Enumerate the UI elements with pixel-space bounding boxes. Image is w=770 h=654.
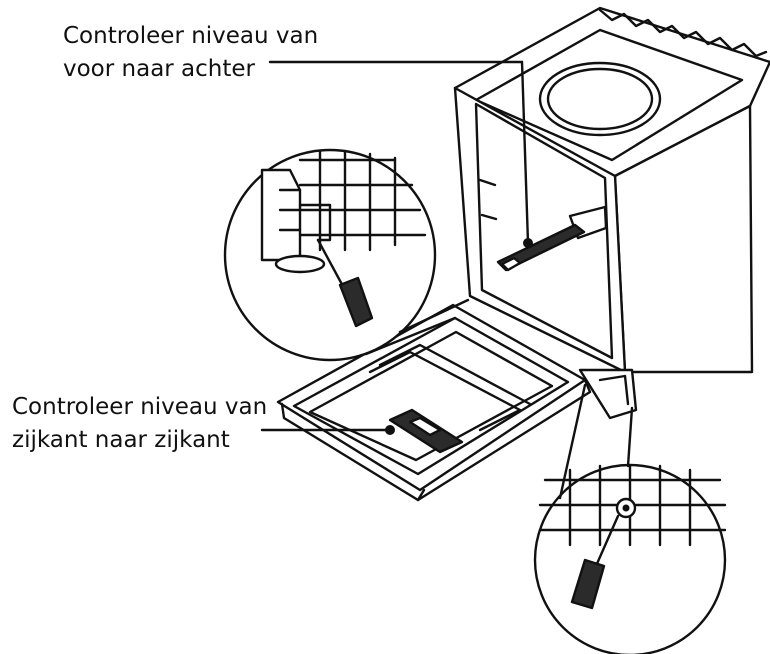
callout-side-to-side: Controleer niveau van zijkant naar zijka… — [12, 391, 267, 457]
dishwasher-cabinet — [453, 6, 770, 420]
callout-leader-lines — [260, 60, 530, 432]
callout-front-to-back: Controleer niveau van voor naar achter — [63, 20, 318, 86]
side-to-side-spirit-level — [385, 408, 464, 454]
rear-leg-detail-magnifier — [533, 383, 727, 654]
callout-front-to-back-line-2: voor naar achter — [63, 56, 255, 82]
callout-front-to-back-line-1: Controleer niveau van — [63, 23, 319, 49]
callout-side-to-side-line-1: Controleer niveau van — [12, 394, 268, 420]
front-to-back-spirit-level — [496, 223, 586, 272]
screwdriver-icon — [570, 514, 620, 610]
front-leg-detail-magnifier — [223, 148, 470, 362]
callout-side-to-side-line-2: zijkant naar zijkant — [12, 427, 230, 453]
open-door — [276, 303, 592, 502]
screwdriver-icon — [316, 238, 374, 328]
